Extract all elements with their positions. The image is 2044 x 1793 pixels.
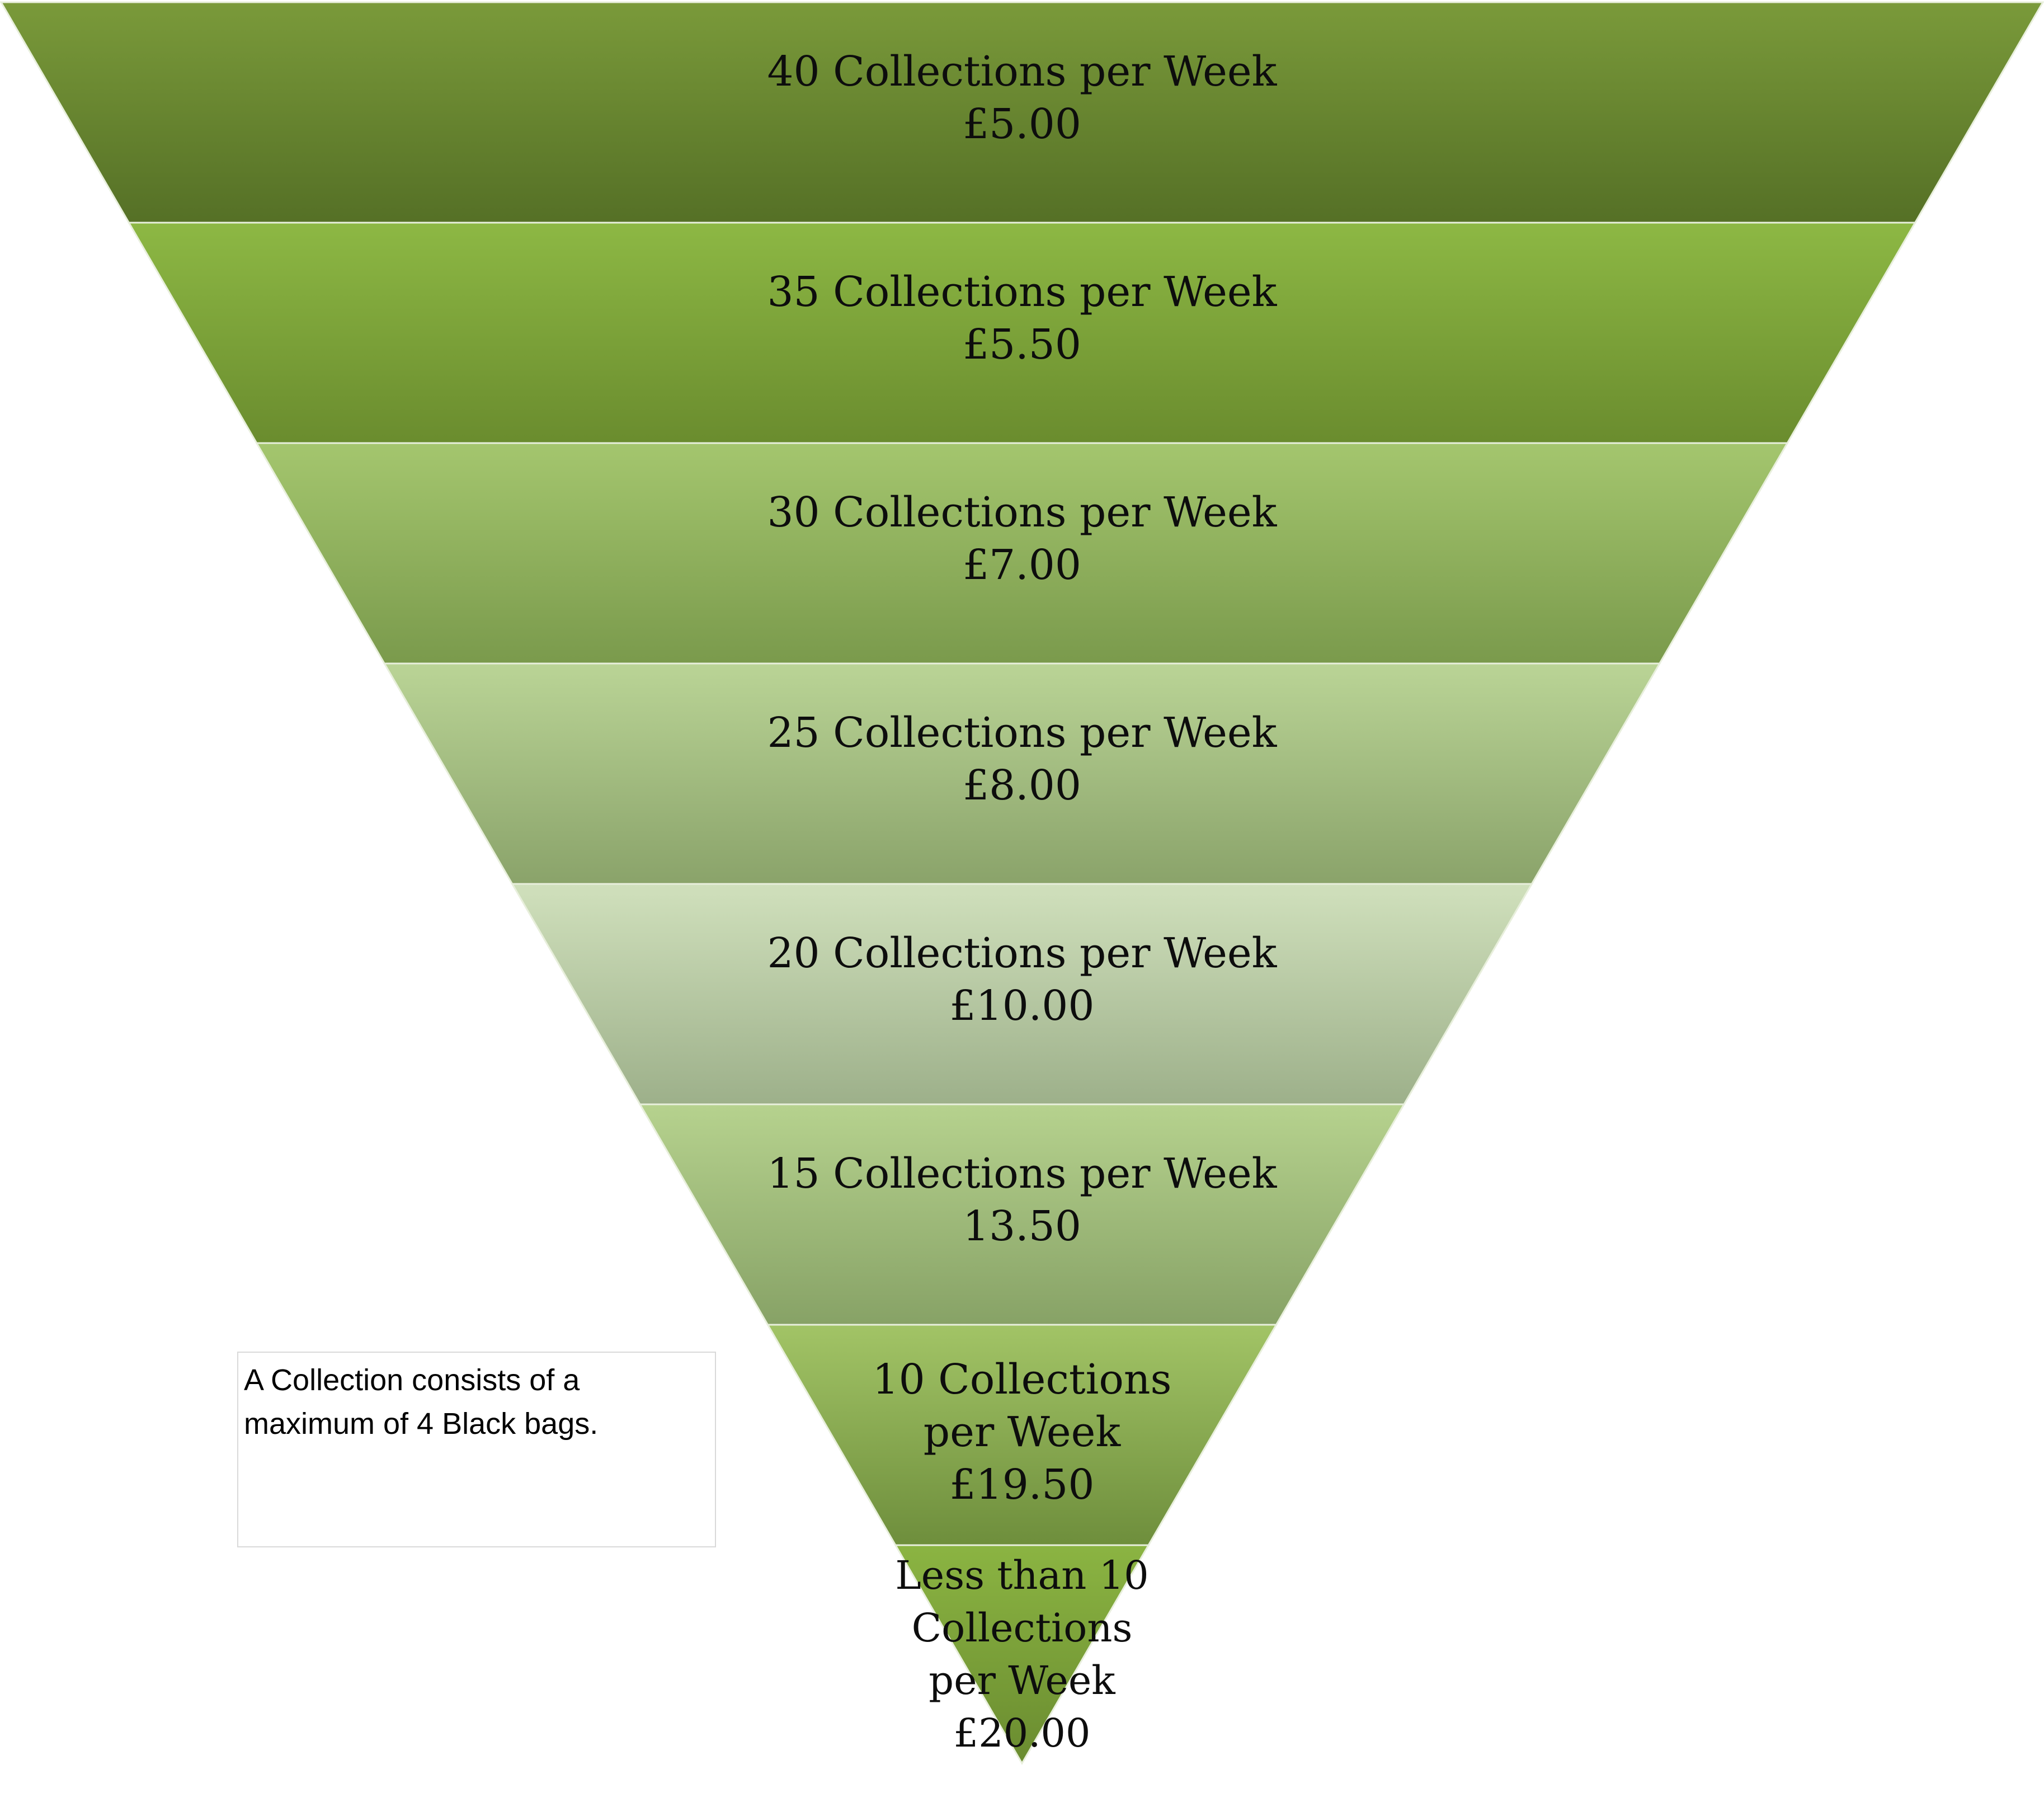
tier-price: 13.50 [963,1202,1081,1250]
funnel-tier-label: 20 Collections per Week £10.00 [767,929,1277,1030]
note-text: A Collection consists of a maximum of 4 … [244,1363,599,1441]
tier-collections-line: 30 Collections per Week [767,488,1277,537]
funnel-tier-3: 30 Collections per Week£7.00 [255,442,1789,665]
funnel-tier-label: Less than 10 Collections per Week £20.00 [895,1552,1148,1756]
funnel-tier-label: 25 Collections per Week£8.00 [767,709,1277,810]
note-box: A Collection consists of a maximum of 4 … [237,1352,716,1547]
funnel-tier-1: 40 Collections per Week£5.00 [0,1,2044,224]
tier-price: £10.00 [950,982,1095,1030]
tier-collections-line: 20 Collections per Week [767,929,1277,977]
tier-price: £19.50 [950,1461,1095,1509]
tier-collections-line: 25 Collections per Week [767,709,1277,757]
tier-price: £7.00 [963,541,1081,589]
tier-collections-line: Less than 10 [895,1552,1148,1598]
funnel-tier-5: 20 Collections per Week £10.00 [511,883,1533,1105]
funnel-tier-label: 35 Collections per Week £5.50 [767,268,1277,369]
funnel-tier-2: 35 Collections per Week £5.50 [127,222,1917,444]
tier-collections-line: per Week [929,1658,1115,1703]
funnel-tier-8: Less than 10 Collections per Week £20.00 [894,1544,1150,1765]
tier-collections-line: per Week [924,1408,1122,1456]
tier-collections-line: 15 Collections per Week [767,1150,1277,1198]
funnel-tier-shape [894,1544,1150,1765]
tier-price: £5.00 [963,100,1081,148]
funnel-tier-label: 30 Collections per Week£7.00 [767,488,1277,589]
tier-price: £20.00 [954,1710,1091,1756]
tier-collections-line: 40 Collections per Week [767,48,1277,96]
tier-collections-line: 35 Collections per Week [767,268,1277,316]
tier-price: £5.50 [963,321,1081,369]
funnel-tier-4: 25 Collections per Week£8.00 [383,662,1661,885]
tier-collections-line: Collections [912,1605,1133,1651]
tier-collections-line: 10 Collections [872,1356,1171,1404]
tier-price: £8.00 [963,761,1081,810]
funnel-tier-label: 40 Collections per Week£5.00 [767,48,1277,148]
